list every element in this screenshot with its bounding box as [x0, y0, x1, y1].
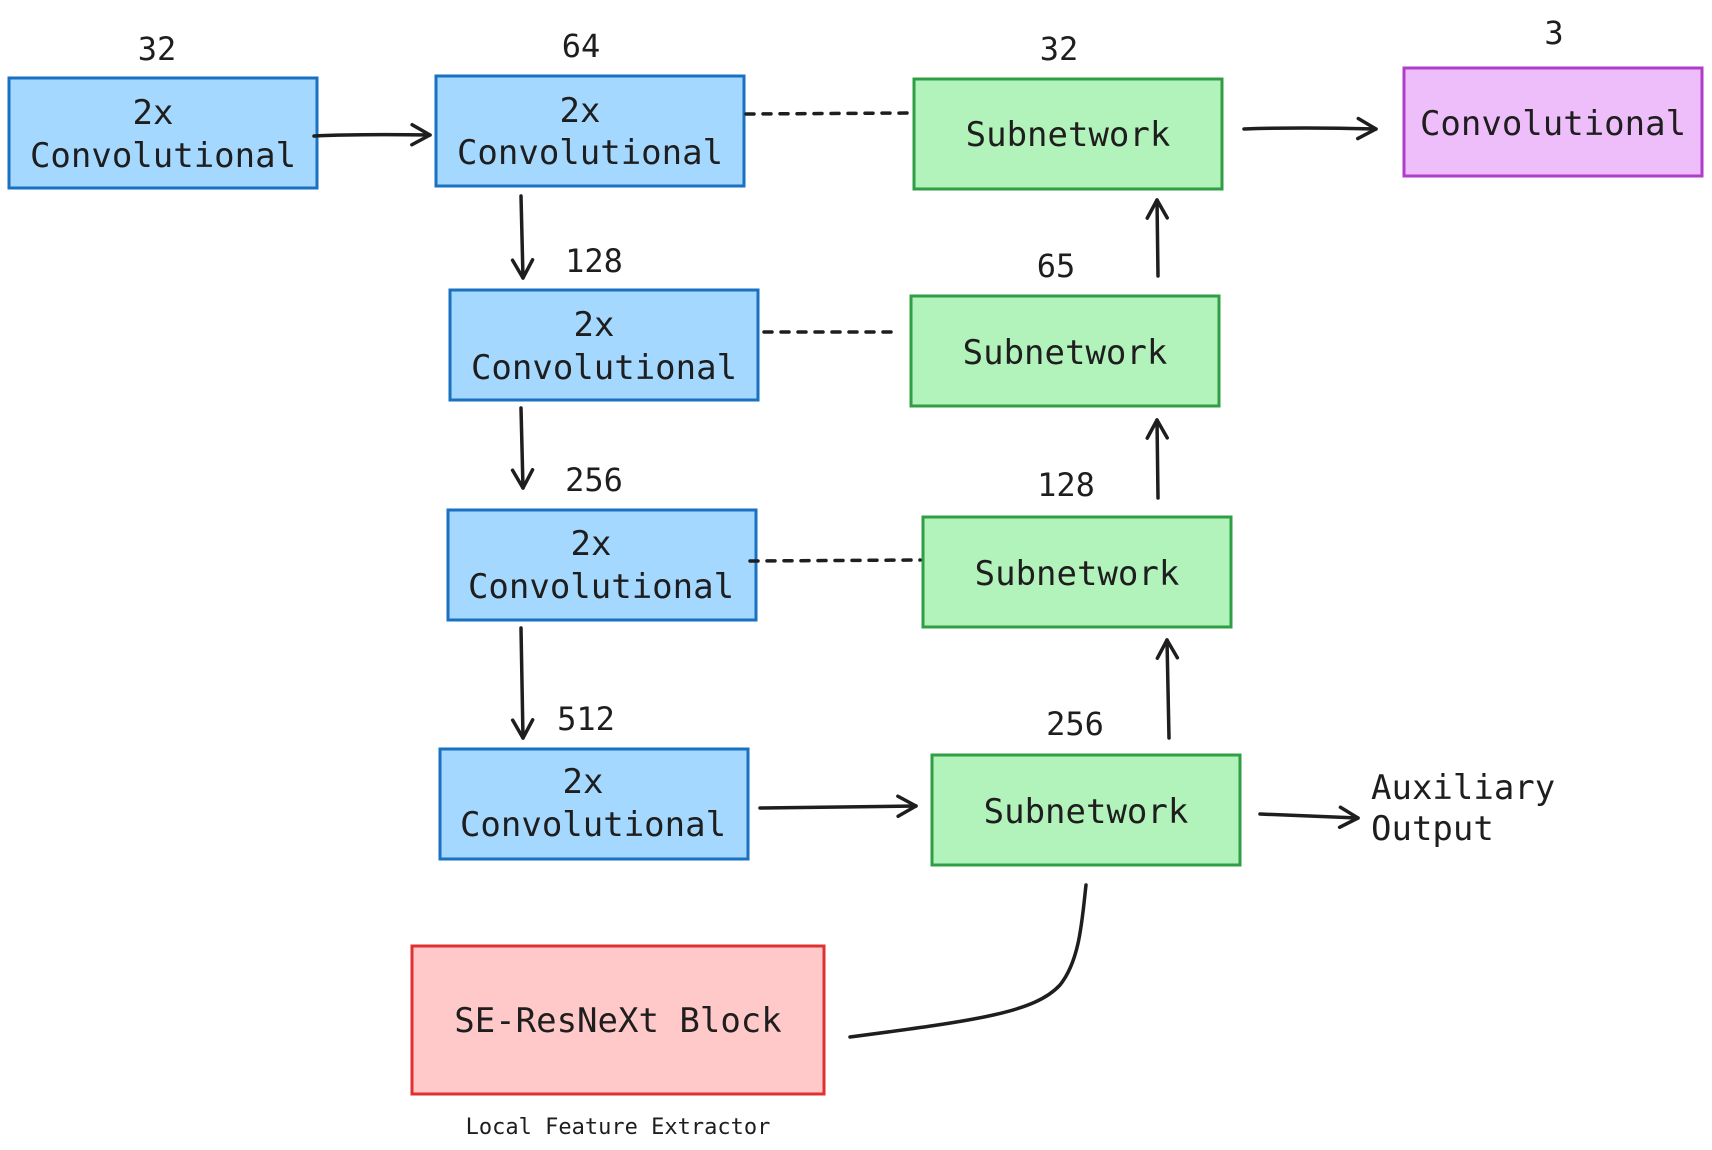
- encoder-block-5: 512 2x Convolutional: [438, 700, 750, 861]
- encoder-block-4-line2: Convolutional: [468, 567, 734, 607]
- skip-connections: [744, 111, 922, 563]
- arrow-dec2-to-dec1: [1145, 198, 1169, 278]
- feature-extractor-block: SE-ResNeXt Block Local Feature Extractor: [410, 944, 826, 1140]
- encoder-block-1-channels: 32: [138, 30, 177, 68]
- encoder-block-3: 128 2x Convolutional: [448, 242, 760, 402]
- encoder-block-2-line2: Convolutional: [457, 133, 723, 173]
- arrows: [312, 116, 1378, 1039]
- encoder-block-2: 64 2x Convolutional: [434, 27, 746, 188]
- decoder-block-2-channels: 65: [1037, 247, 1076, 285]
- arrow-dec3-to-dec2: [1145, 418, 1169, 500]
- encoder-block-3-channels: 128: [565, 242, 623, 280]
- decoder-block-4: 256 Subnetwork: [930, 705, 1242, 867]
- encoder-block-5-line1: 2x: [563, 762, 604, 802]
- decoder-block-4-channels: 256: [1046, 705, 1104, 743]
- output-block: 3 Convolutional: [1402, 14, 1704, 178]
- arrow-enc1-to-enc2: [312, 122, 432, 147]
- arrow-dec1-to-output: [1242, 116, 1378, 141]
- encoder-block-5-channels: 512: [557, 700, 615, 738]
- arrow-dec4-to-dec3: [1155, 638, 1180, 740]
- decoder-block-2-label: Subnetwork: [963, 333, 1168, 373]
- encoder-block-5-line2: Convolutional: [460, 805, 726, 845]
- output-block-label: Convolutional: [1420, 104, 1686, 144]
- output-block-channels: 3: [1544, 14, 1563, 52]
- decoder-block-2: 65 Subnetwork: [909, 247, 1221, 408]
- arrow-enc2-to-enc3: [510, 194, 535, 280]
- encoder-block-1: 32 2x Convolutional: [7, 30, 319, 190]
- decoder-block-1-channels: 32: [1040, 30, 1079, 68]
- skip-enc4-dec3: [748, 558, 922, 563]
- feature-extractor-caption: Local Feature Extractor: [466, 1115, 771, 1140]
- arrow-enc3-to-enc4: [510, 406, 535, 490]
- encoder-block-2-line1: 2x: [560, 91, 601, 131]
- decoder-block-4-label: Subnetwork: [984, 792, 1189, 832]
- encoder-block-1-line2: Convolutional: [30, 136, 296, 176]
- feature-extractor-label: SE-ResNeXt Block: [454, 1001, 782, 1041]
- skip-enc2-dec1: [744, 111, 912, 116]
- encoder-block-3-line2: Convolutional: [471, 348, 737, 388]
- arrow-enc4-to-enc5: [510, 626, 535, 740]
- encoder-block-4-channels: 256: [565, 461, 623, 499]
- encoder-block-2-channels: 64: [562, 27, 601, 65]
- decoder-block-1-label: Subnetwork: [966, 115, 1171, 155]
- encoder-block-1-line1: 2x: [133, 93, 174, 133]
- arrow-dec4-to-auxiliary: [1258, 805, 1360, 830]
- decoder-block-1: 32 Subnetwork: [912, 30, 1224, 191]
- encoder-block-4: 256 2x Convolutional: [446, 461, 758, 622]
- arrow-enc5-to-dec4: [758, 794, 918, 818]
- connector-feature-to-dec4: [848, 883, 1088, 1039]
- decoder-block-3-label: Subnetwork: [975, 554, 1180, 594]
- encoder-block-3-line1: 2x: [574, 305, 615, 345]
- auxiliary-output: Auxiliary Output: [1371, 768, 1555, 849]
- auxiliary-output-line1: Auxiliary: [1371, 768, 1555, 808]
- decoder-block-3-channels: 128: [1037, 466, 1095, 504]
- encoder-block-4-line1: 2x: [571, 524, 612, 564]
- decoder-block-3: 128 Subnetwork: [921, 466, 1233, 629]
- auxiliary-output-line2: Output: [1371, 809, 1494, 849]
